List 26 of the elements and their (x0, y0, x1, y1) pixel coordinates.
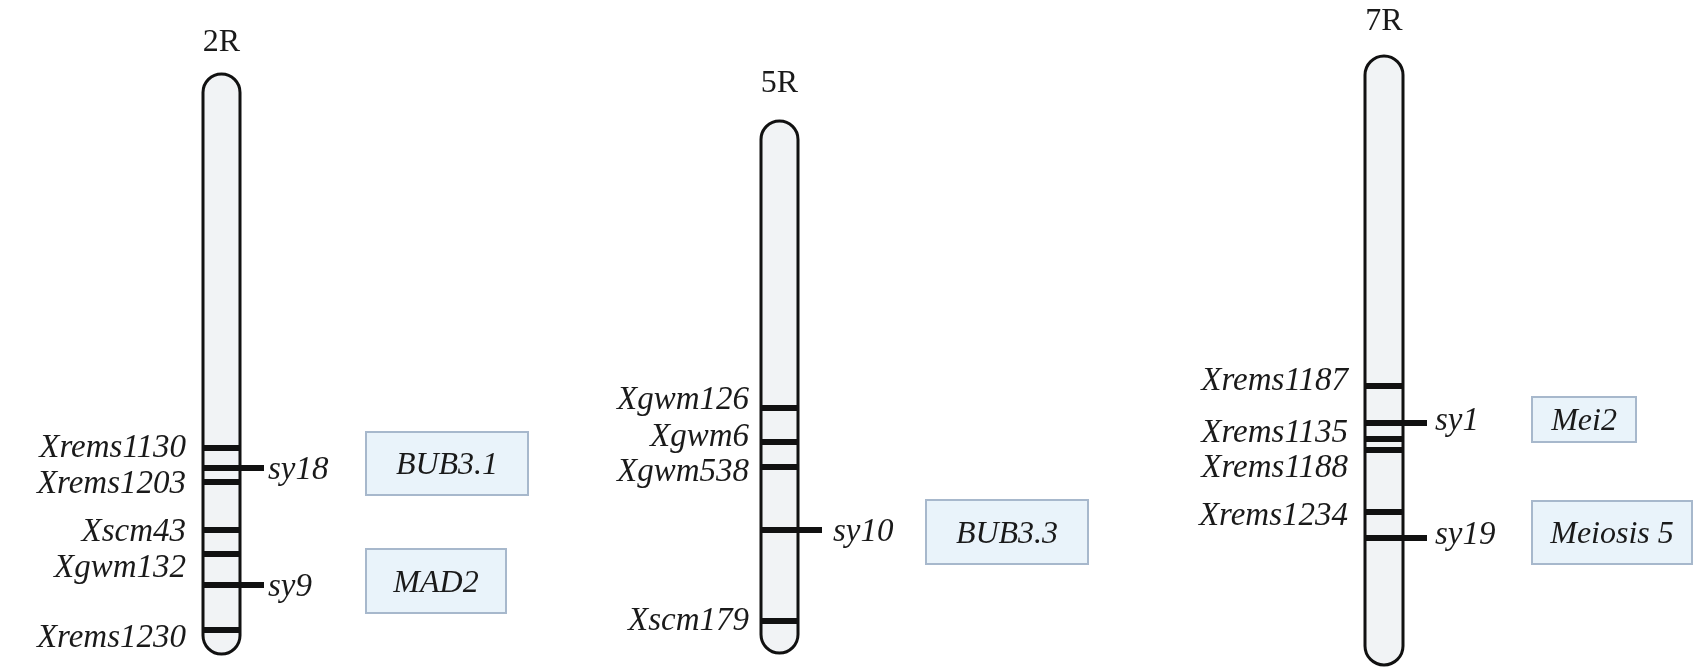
locus-label: sy1 (1435, 401, 1479, 437)
gene-box: MAD2 (365, 548, 507, 614)
gene-box: Meiosis 5 (1531, 500, 1693, 565)
locus-label: sy10 (833, 512, 894, 548)
locus-label: sy18 (268, 450, 329, 486)
locus-label: sy19 (1435, 515, 1496, 551)
marker-label: Xrems1203 (36, 464, 186, 500)
chromosome-name: 2R (201, 22, 242, 58)
gene-box: Mei2 (1531, 396, 1637, 443)
marker-label: Xrems1234 (1198, 496, 1348, 532)
marker-label: Xrems1188 (1201, 448, 1348, 484)
marker-label: Xrems1187 (1201, 361, 1348, 397)
chromosome-name: 5R (759, 63, 800, 99)
marker-label: Xrems1135 (1201, 413, 1348, 449)
chromosome-name: 7R (1364, 1, 1404, 37)
marker-label: Xgwm132 (54, 548, 186, 584)
gene-box: BUB3.3 (925, 499, 1089, 565)
marker-label: Xgwm126 (617, 380, 749, 416)
locus-label: sy9 (268, 567, 312, 603)
marker-label: Xrems1230 (36, 618, 186, 654)
marker-label: Xgwm6 (650, 417, 749, 453)
gene-box: BUB3.1 (365, 431, 529, 496)
marker-label: Xrems1130 (39, 428, 186, 464)
marker-label: Xgwm538 (617, 452, 749, 488)
marker-label: Xscm179 (628, 601, 749, 637)
marker-label: Xscm43 (81, 512, 186, 548)
